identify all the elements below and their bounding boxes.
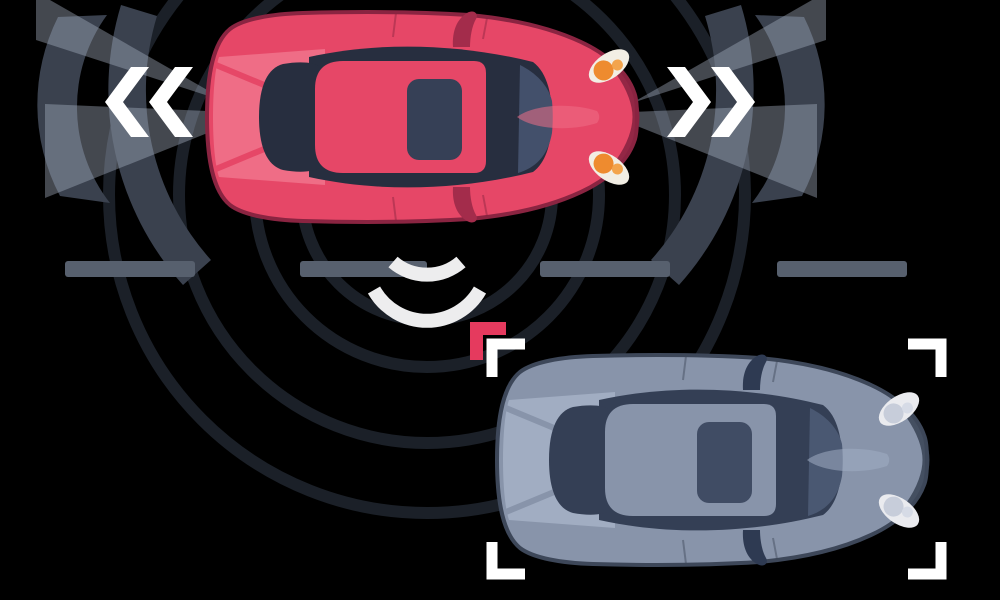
lane-dash [777,261,907,277]
frame-corner-br [908,542,947,580]
chevron-right-icon [667,67,755,137]
chevron [667,67,711,137]
sonar-wave [367,286,487,328]
frame-corner-bl [486,542,525,580]
chevron [105,67,149,137]
frame-corner-tl [486,338,525,377]
chevron-left-icon [105,67,193,137]
lane-dash [540,261,670,277]
radar-ring [103,0,751,519]
frame-corner-tr [908,338,947,377]
radar-ring [173,0,681,449]
sonar-waves-icon [367,256,487,328]
gray-car [497,354,927,566]
chevron [711,67,755,137]
detection-frame [486,338,947,580]
lane-dash [65,261,195,277]
sonar-wave [388,256,466,282]
red-car [207,11,637,223]
chevron [149,67,193,137]
target-corner-marker [470,322,506,360]
